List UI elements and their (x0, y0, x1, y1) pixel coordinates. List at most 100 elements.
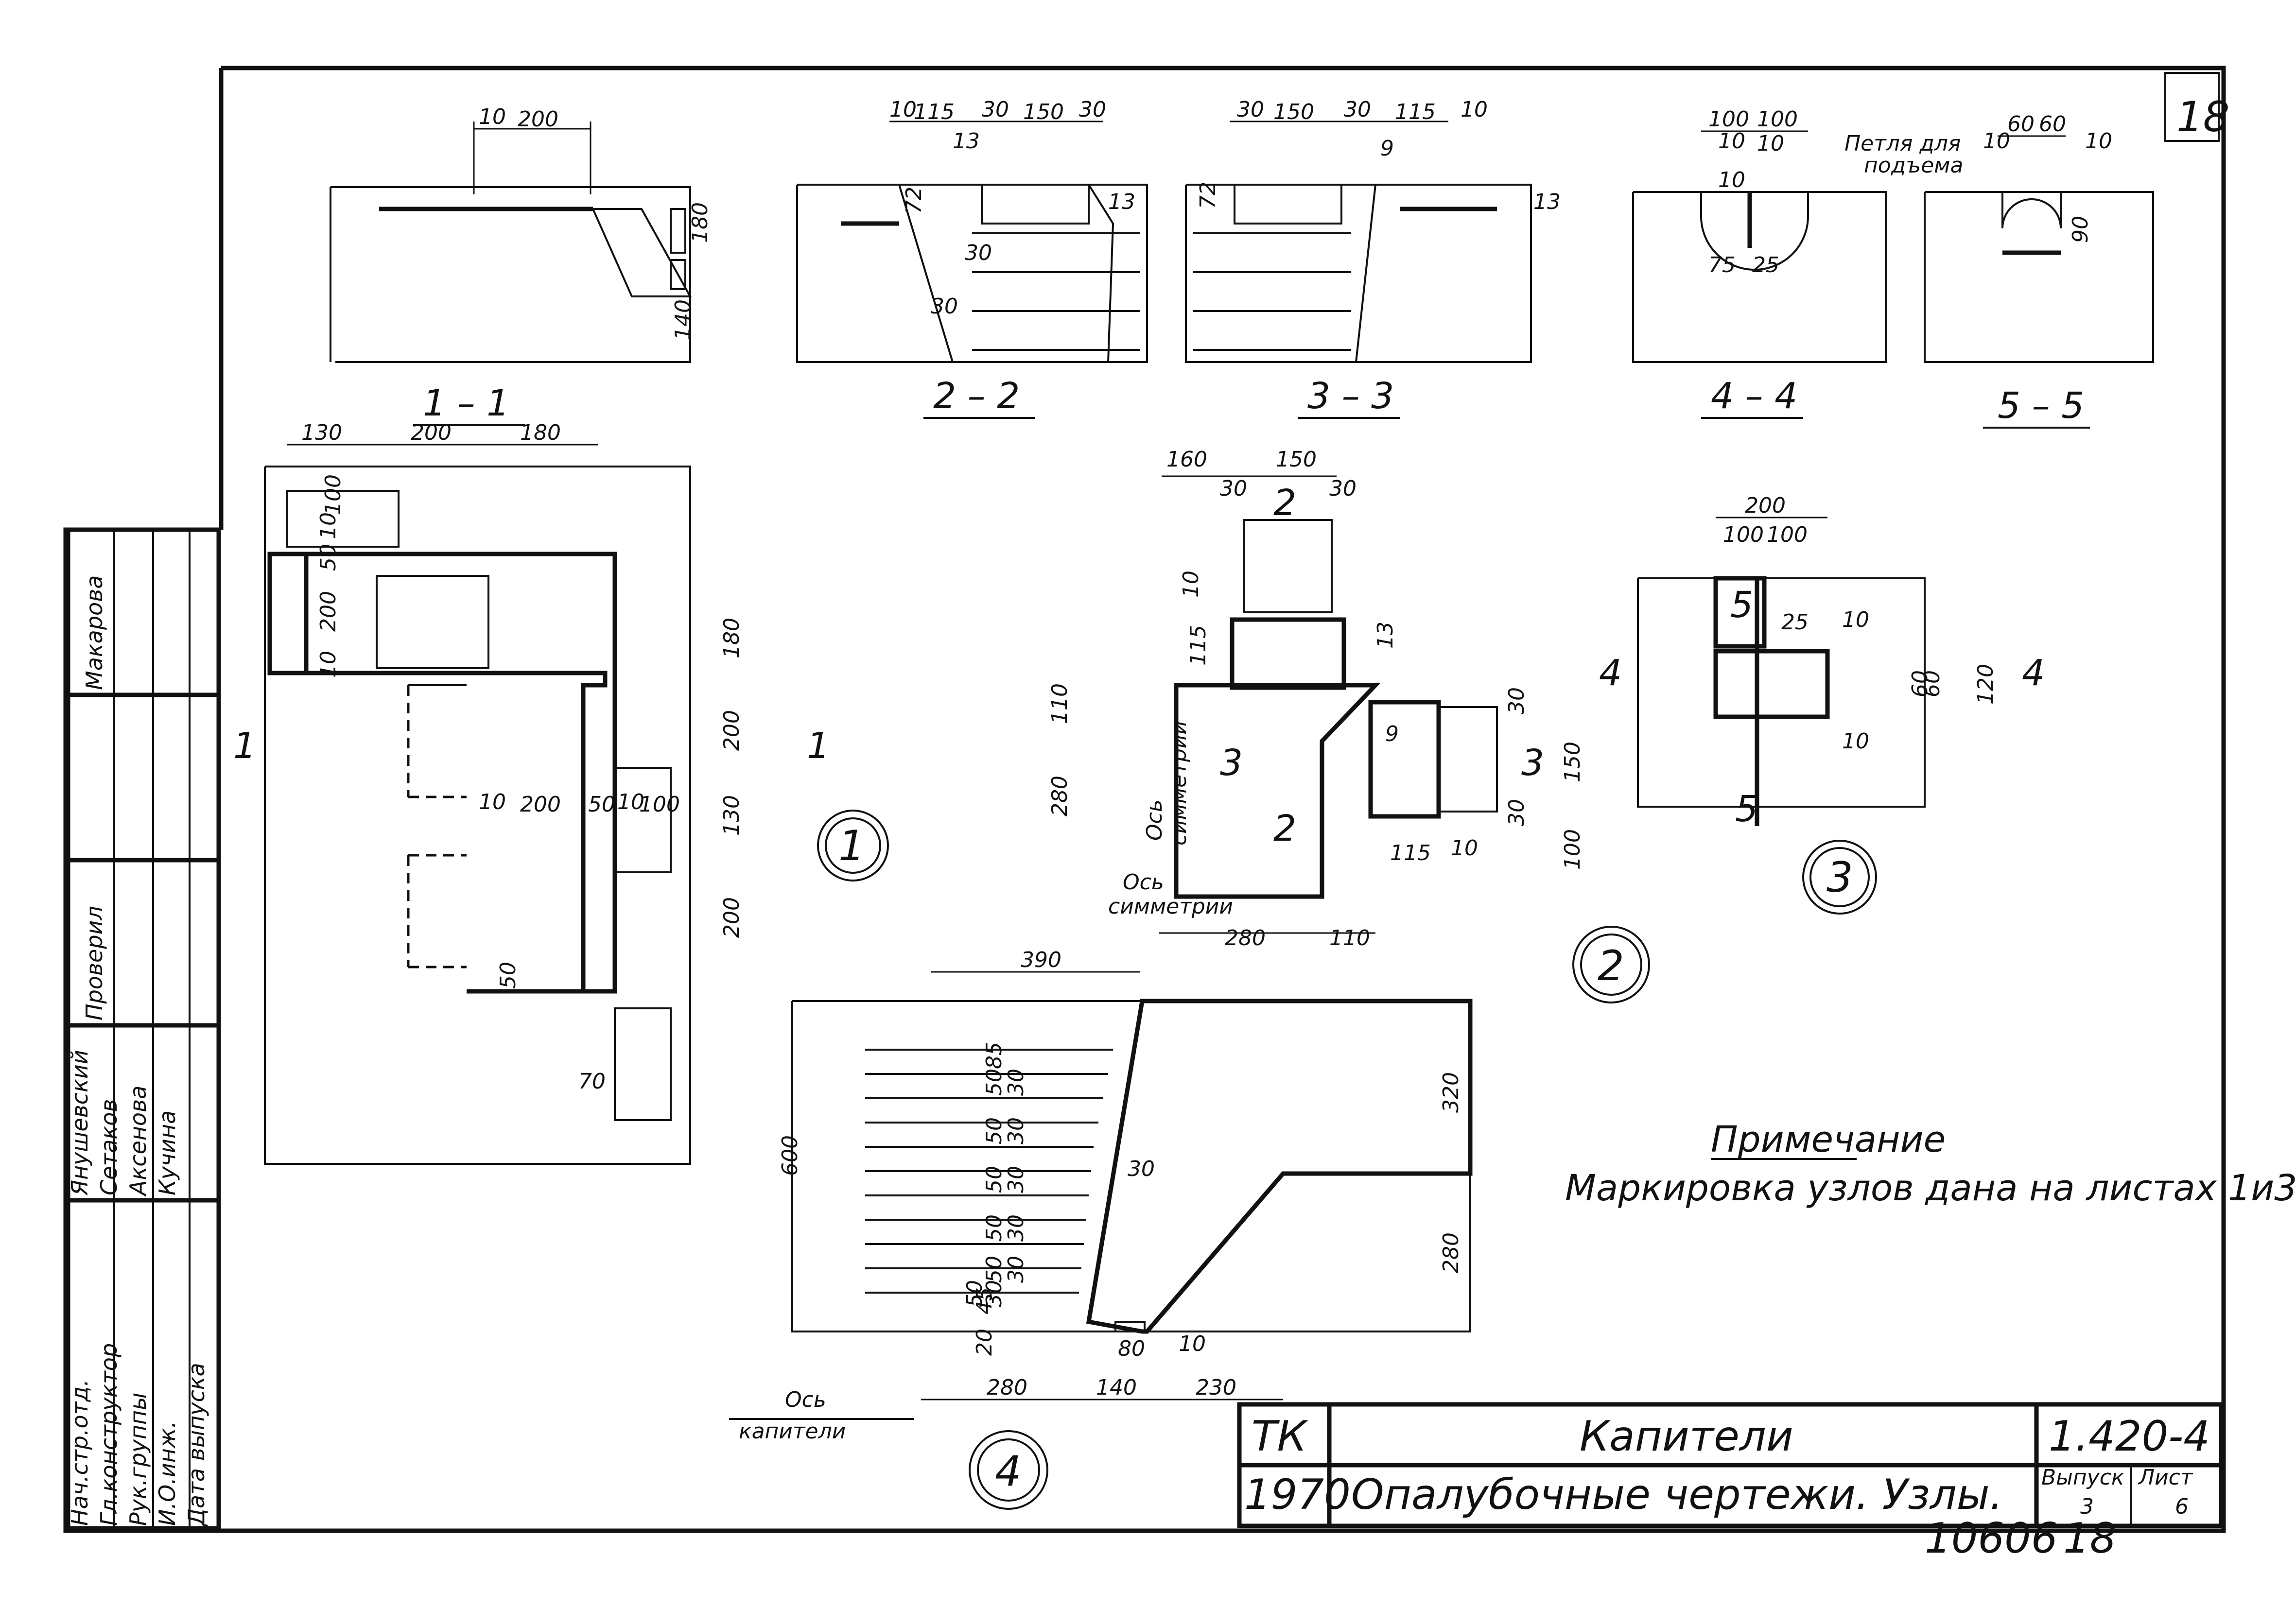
section-1-1: 10 200 180 140 1 – 1 (330, 104, 713, 426)
dim-s33-13: 13 (1533, 190, 1561, 214)
label-axis-sym-1: Ось (1123, 870, 1164, 895)
dim-s44-100a: 100 (1708, 107, 1749, 132)
stamp-role-3: И.О.инж. (154, 1421, 180, 1526)
stamp-checked-label: Проверил (81, 906, 107, 1020)
section-5-5: 60 60 10 10 90 5 – 5 (1924, 112, 2154, 429)
dim-s22-30c: 30 (965, 241, 992, 265)
stamp-name-3: Кучина (154, 1110, 180, 1195)
dim-s33-30a: 30 (1237, 97, 1264, 122)
dim-n4-230: 230 (1196, 1375, 1236, 1400)
label-symmetry-2: симметрии (1166, 721, 1191, 846)
page-number: 18 (2063, 1514, 2116, 1563)
dim-plan-70: 70 (578, 1069, 606, 1094)
dim-n4-30g: 30 (1128, 1157, 1155, 1181)
dim-plan-130: 130 (301, 420, 342, 445)
dim-n2-30a: 30 (1220, 476, 1247, 501)
dim-n4-20: 20 (972, 1329, 997, 1356)
section-4-4: 100 100 10 10 10 75 25 Петля для подъема… (1632, 107, 1963, 419)
dim-s33-72: 72 (1196, 182, 1220, 209)
node-number-2: 2 (1598, 942, 1624, 990)
dim-n4-600: 600 (778, 1135, 802, 1176)
dim-s22-13b: 13 (1108, 190, 1135, 214)
dim-plan-130b: 130 (719, 795, 744, 836)
dim-n2-160: 160 (1166, 447, 1207, 472)
dim-s55-60a: 60 (2007, 112, 2035, 137)
dim-n4-30d: 30 (1004, 1214, 1028, 1242)
cut-mark-4-left: 4 (1599, 652, 1622, 694)
node-callout-1: 1 (817, 810, 889, 882)
stamp-role-0: Нач.стр.отд. (67, 1379, 93, 1526)
dim-s55-10b: 10 (2085, 129, 2112, 154)
dim-plan-200d: 200 (520, 792, 561, 817)
dim-n4-30a: 30 (1004, 1069, 1028, 1096)
dim-plan-10d: 10 (617, 790, 644, 814)
dim-n3-120: 120 (1973, 664, 1998, 705)
dim-plan-10a: 10 (316, 512, 341, 539)
dim-n3-100a: 100 (1723, 522, 1764, 547)
cut-mark-5-bottom: 5 (1735, 788, 1758, 830)
side-stamp: Янушевский Сетаков Аксенова Кучина Нач.с… (66, 527, 221, 1531)
dim-n3-60a: 60 (1908, 670, 1932, 697)
dim-plan-100b: 100 (639, 792, 680, 817)
dim-plan-200b: 200 (719, 710, 744, 751)
dim-plan-100a: 100 (321, 474, 346, 515)
dim-n4-280b: 280 (987, 1375, 1027, 1400)
node-callout-4: 4 (969, 1430, 1048, 1510)
dim-s22-13: 13 (953, 129, 980, 154)
cut-mark-3-left: 3 (1220, 742, 1243, 784)
dim-s22-30d: 30 (931, 294, 958, 319)
dim-plan-200a: 200 (316, 591, 341, 632)
section-3-3: 30 150 30 115 10 9 72 13 3 – 3 (1185, 97, 1561, 419)
dim-n4-320: 320 (1439, 1072, 1463, 1113)
dim-n2-9: 9 (1385, 722, 1399, 746)
section-title-5-5: 5 – 5 (1998, 385, 2084, 427)
dim-s44-25: 25 (1752, 253, 1779, 277)
dim-n4-30c: 30 (1004, 1166, 1028, 1193)
dim-s22-150: 150 (1023, 100, 1064, 124)
dim-n2-110: 110 (1047, 683, 1072, 724)
dim-s22-115: 115 (914, 100, 955, 124)
dim-n2-150: 150 (1560, 742, 1585, 782)
dim-s55-60b: 60 (2039, 112, 2066, 137)
dim-s22-30b: 30 (1079, 97, 1106, 122)
dim-n4-85: 85 (982, 1042, 1007, 1069)
dim-n2-150: 150 (1276, 447, 1317, 472)
dim-n2-30b: 30 (1329, 476, 1357, 501)
section-title-4-4: 4 – 4 (1711, 375, 1797, 417)
title-main: Капители (1580, 1412, 1793, 1461)
stamp-date-label: Дата выпуска (183, 1363, 209, 1527)
dim-s22-30a: 30 (982, 97, 1009, 122)
dim-s44-75: 75 (1708, 253, 1736, 277)
title-code: 1.420-4 (2049, 1412, 2210, 1461)
dim-s33-30b: 30 (1344, 97, 1371, 122)
label-capital: капители (739, 1419, 846, 1444)
node-number-4: 4 (995, 1447, 1022, 1496)
dim-plan-180b: 180 (719, 618, 744, 658)
dim-plan-180: 180 (520, 420, 561, 445)
node-callout-2: 2 (1572, 926, 1650, 1003)
dim-n4-280a: 280 (1439, 1232, 1463, 1273)
stamp-name-0: Янушевский (67, 1050, 93, 1196)
dim-s11-140: 140 (671, 299, 696, 340)
dim-n2-115: 115 (1186, 625, 1211, 666)
node-number-3: 3 (1826, 853, 1853, 902)
dim-plan-10b: 10 (316, 651, 341, 678)
dim-s44-10c: 10 (1718, 168, 1745, 192)
dim-n4-50b: 50 (982, 1117, 1007, 1144)
dim-n4-140: 140 (1096, 1375, 1137, 1400)
node-3-drawing: 200 100 100 25 10 60 60 120 10 4 4 5 5 (1599, 493, 2045, 830)
stamp-name-2: Аксенова (125, 1086, 151, 1197)
dim-s11-180: 180 (688, 202, 713, 243)
dim-n4-390: 390 (1021, 948, 1061, 972)
dim-s44-10a: 10 (1718, 129, 1745, 154)
sheet-value: 6 (2175, 1494, 2189, 1519)
dim-n2-280a: 280 (1047, 776, 1072, 816)
dim-s33-10: 10 (1461, 97, 1488, 122)
dim-n2-30d: 30 (1504, 799, 1529, 826)
dim-n4-30b: 30 (1004, 1117, 1028, 1144)
issue-value: 3 (2080, 1494, 2094, 1519)
section-2-2: 10 115 30 150 30 13 72 13 30 30 2 – 2 (796, 97, 1148, 419)
dim-n3-25: 25 (1781, 610, 1809, 635)
dim-s11-10: 10 (479, 104, 506, 129)
